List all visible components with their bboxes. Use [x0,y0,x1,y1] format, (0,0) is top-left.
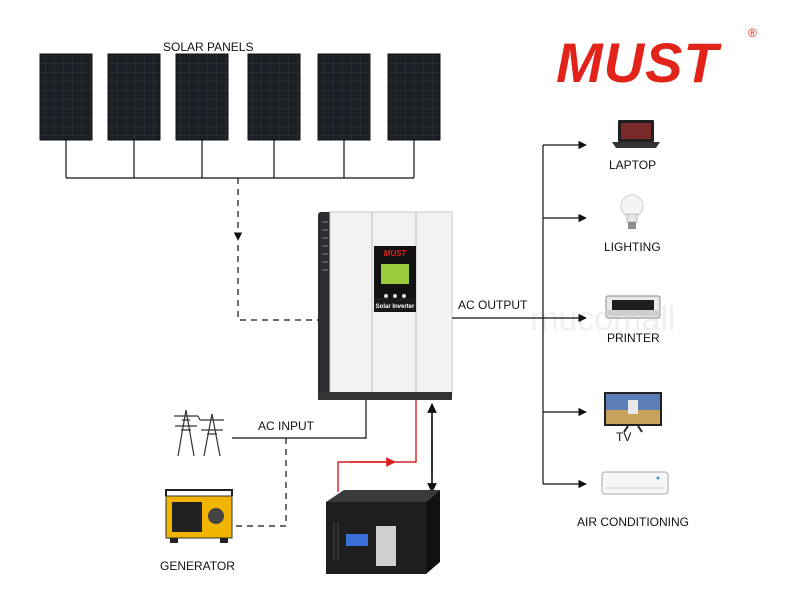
panel-bus [65,140,415,179]
load-label-tv: TV [616,430,632,444]
inverter-model-label: Solar Inverter [376,304,415,310]
ac-output-lines [452,140,587,489]
ac-input-lines [232,400,367,527]
pv-link-line [233,178,318,321]
registered-mark: ® [748,26,757,40]
generator-icon [165,489,233,543]
battery-links [337,400,437,493]
solar-panel-array [39,53,441,141]
solar-panel-icon [39,53,93,141]
brand-logo: MUST [556,31,719,94]
solar-inverter: MUST Solar Inverter [318,211,453,400]
load-label-air-conditioning: AIR CONDITIONING [577,515,690,529]
air-conditioner-icon [601,471,669,495]
light-bulb-icon [620,194,644,229]
tv-icon [604,392,662,433]
solar-panel-icon [387,53,441,141]
battery-icon [326,490,440,574]
solar-panel-icon [317,53,371,141]
solar-panels-label: SOLAR PANELS [163,40,254,54]
ac-input-label: AC INPUT [258,419,315,433]
solar-panel-icon [247,53,301,141]
load-label-lighting: LIGHTING [604,240,661,254]
ac-output-label: AC OUTPUT [458,298,528,312]
inverter-brand: MUST [384,249,408,258]
solar-panel-icon [107,53,161,141]
generator-label: GENERATOR [160,559,235,573]
load-label-printer: PRINTER [607,331,660,345]
printer-icon [605,295,661,319]
power-tower-icon [174,409,224,457]
load-label-laptop: LAPTOP [609,158,657,172]
laptop-icon [612,120,660,148]
solar-panel-icon [175,53,229,141]
